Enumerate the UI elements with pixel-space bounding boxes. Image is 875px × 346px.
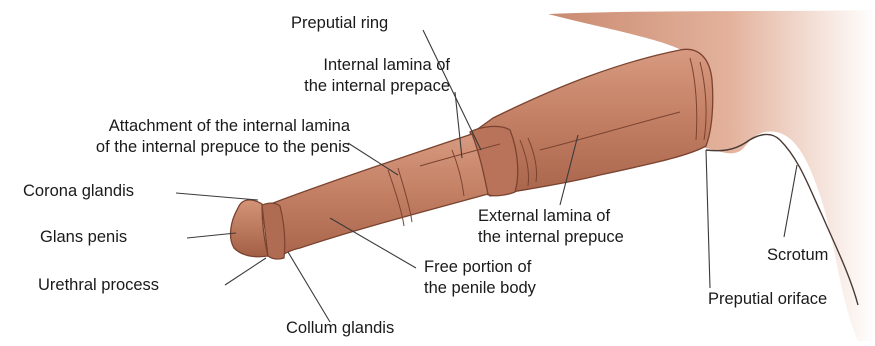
- label-internal-lamina-line1: Internal lamina of: [250, 56, 450, 75]
- label-internal-lamina-line2: the internal prepace: [250, 77, 450, 96]
- label-free-portion-line1: Free portion of: [424, 258, 531, 277]
- leader-corona: [176, 193, 258, 200]
- glans: [231, 200, 268, 257]
- leader-scrotum: [784, 165, 797, 237]
- label-scrotum: Scrotum: [767, 246, 828, 265]
- leader-preputial-orifice: [706, 150, 710, 288]
- label-attachment-line2: of the internal prepuce to the penis: [0, 138, 350, 157]
- label-external-lamina-line2: the internal prepuce: [478, 228, 624, 247]
- leader-collum: [288, 252, 330, 322]
- leader-urethral: [225, 258, 266, 285]
- label-preputial-ring: Preputial ring: [291, 14, 388, 33]
- label-collum-glandis: Collum glandis: [286, 319, 394, 338]
- label-external-lamina-line1: External lamina of: [478, 207, 610, 226]
- label-preputial-orifice: Preputial oriface: [708, 290, 827, 309]
- label-glans-penis: Glans penis: [40, 228, 127, 247]
- leader-glans: [187, 233, 236, 238]
- label-free-portion-line2: the penile body: [424, 279, 536, 298]
- label-corona-glandis: Corona glandis: [23, 182, 134, 201]
- label-urethral-process: Urethral process: [38, 276, 159, 295]
- label-attachment-line1: Attachment of the internal lamina: [0, 117, 350, 136]
